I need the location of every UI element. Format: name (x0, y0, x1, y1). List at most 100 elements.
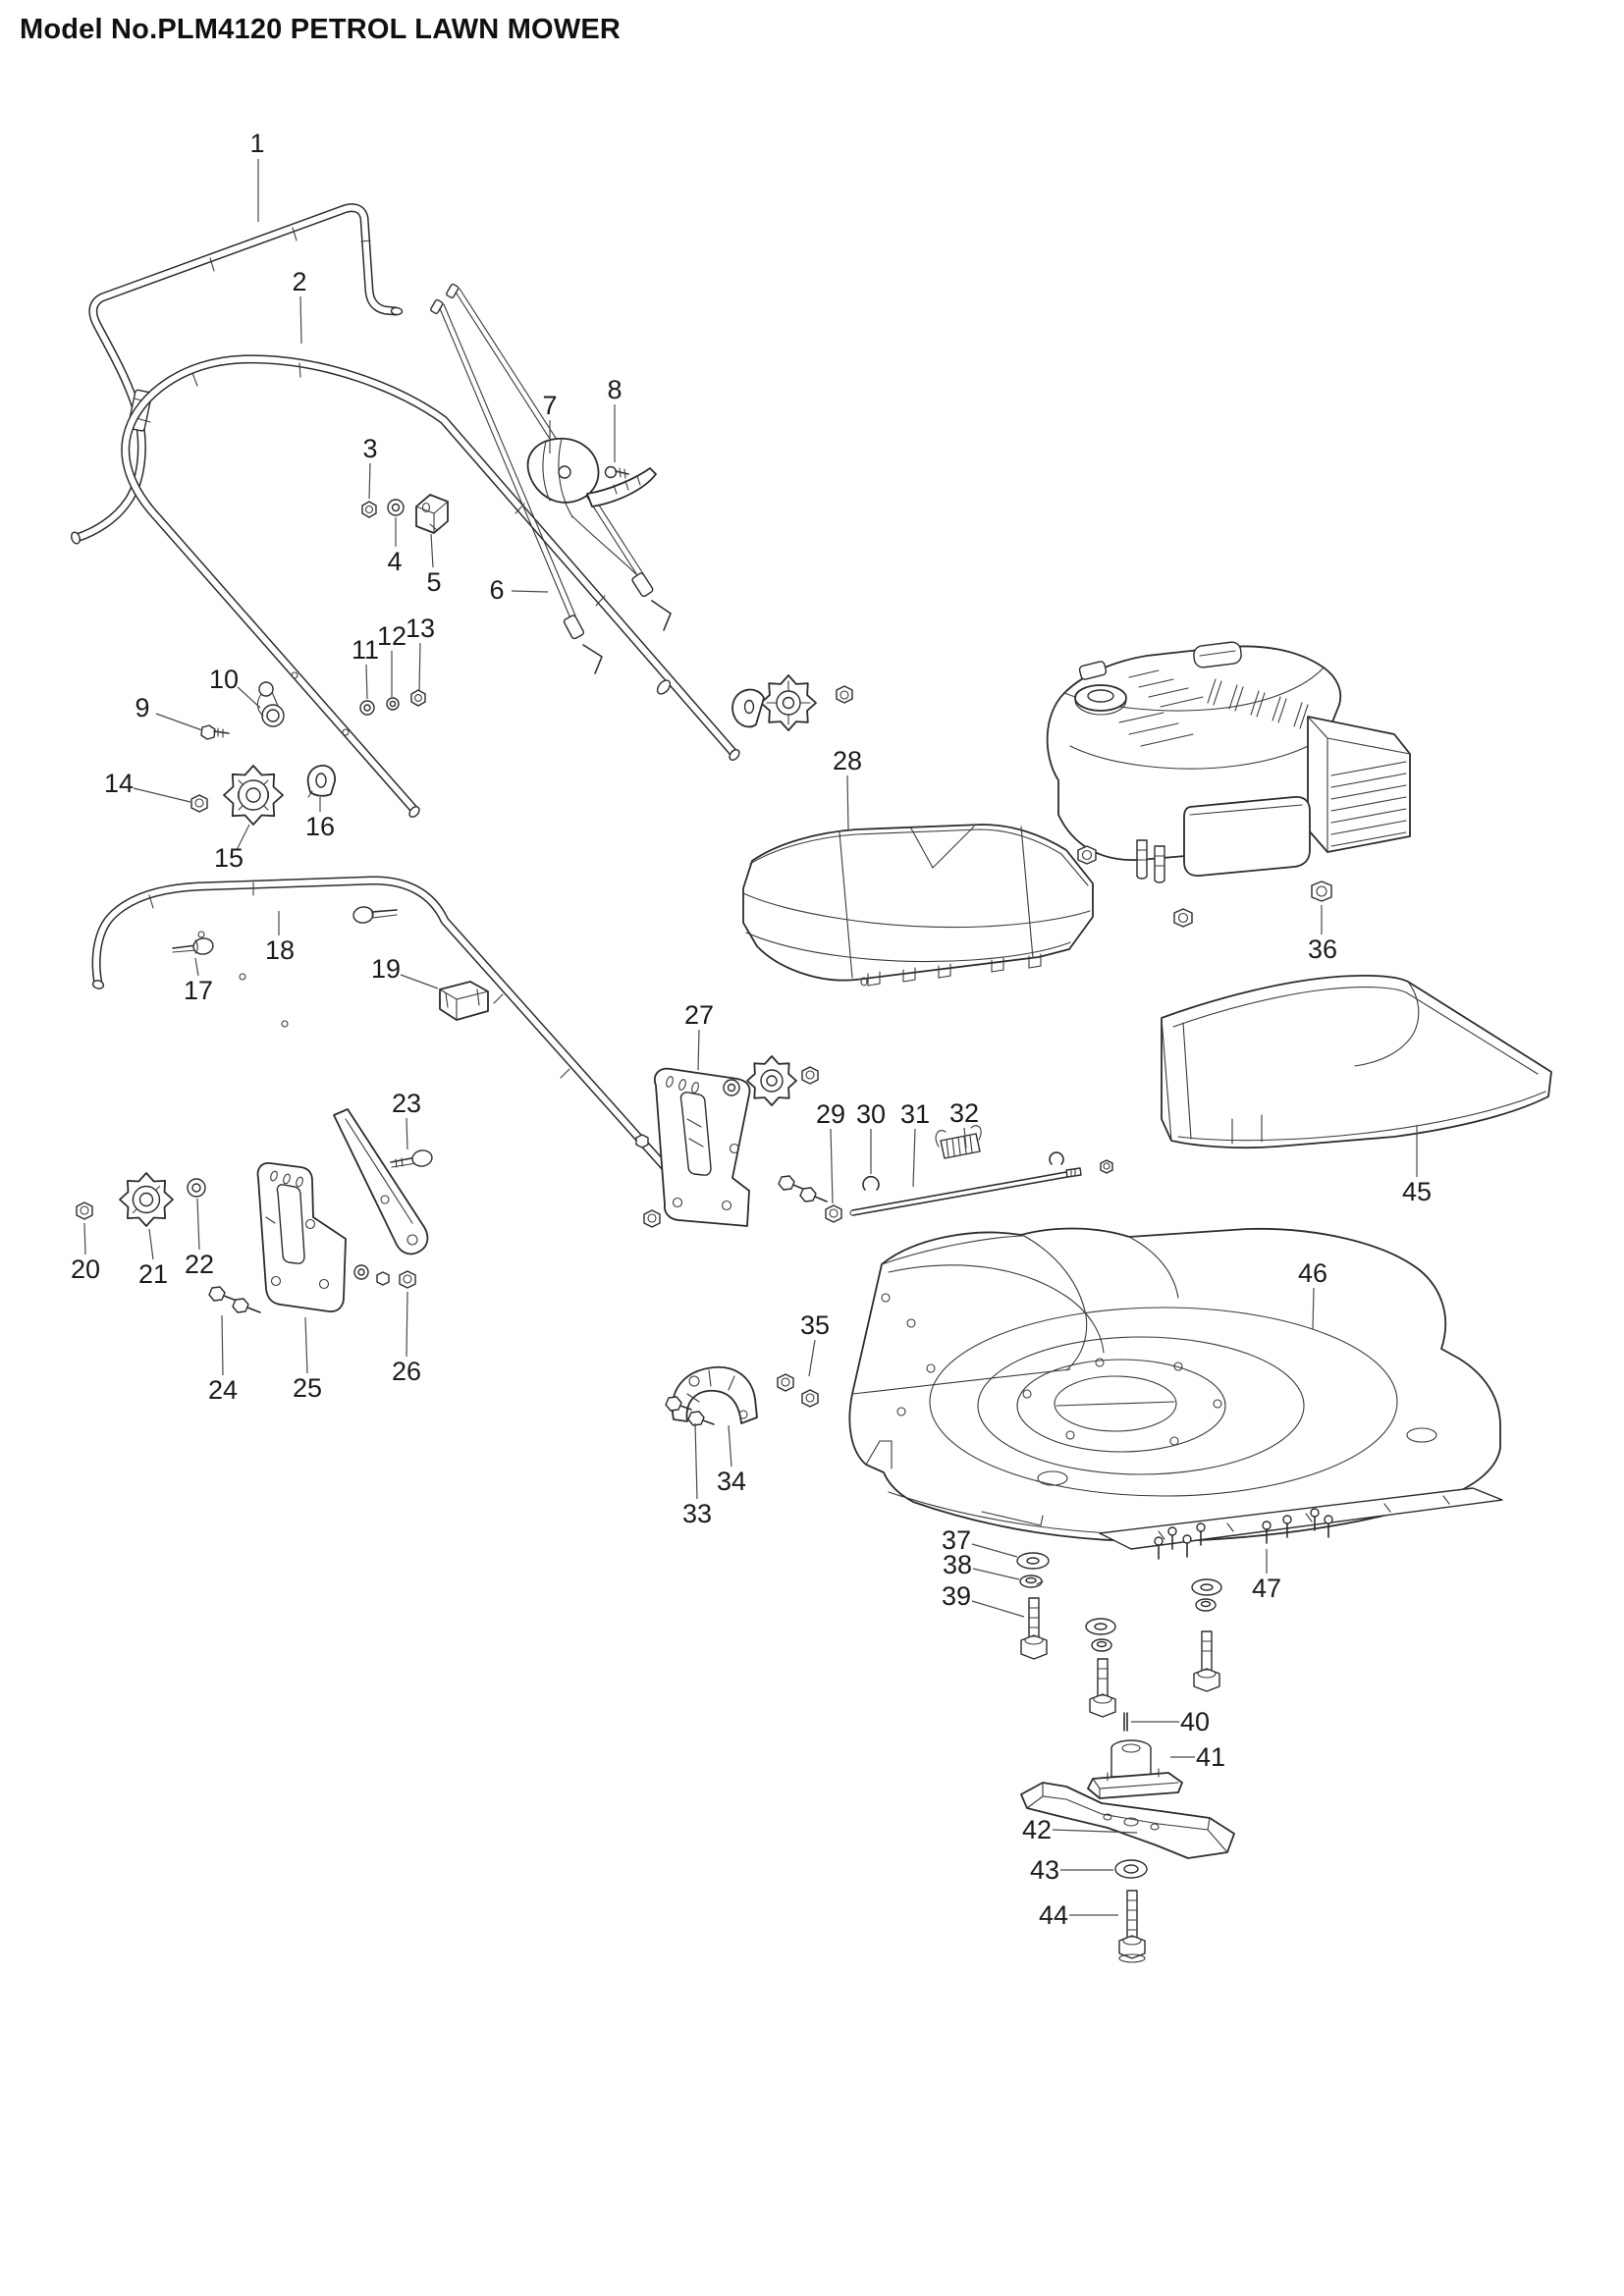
part-cone-washer-upper (731, 688, 765, 728)
part-bolt-18-pair (352, 906, 398, 924)
part-washer-11 (359, 700, 375, 716)
part-rear-cover (1161, 974, 1552, 1149)
part-engine-nuts (1077, 845, 1193, 928)
callout-number-6: 6 (489, 575, 504, 605)
callout-line-32 (963, 1127, 967, 1149)
callout-line-27 (697, 1029, 700, 1071)
callout-line-24 (221, 1314, 224, 1376)
callout-line-46 (1312, 1287, 1315, 1330)
part-spring-32 (935, 1125, 982, 1159)
callout-number-23: 23 (392, 1089, 421, 1118)
callout-number-10: 10 (209, 665, 239, 694)
part-control-cables (430, 283, 672, 674)
part-engine (1046, 641, 1411, 883)
callout-number-37: 37 (942, 1525, 971, 1555)
callout-number-35: 35 (800, 1310, 830, 1340)
callout-line-9 (155, 713, 203, 731)
callout-number-17: 17 (184, 976, 213, 1005)
part-engine-base-cover (742, 824, 1094, 987)
part-spring-washer-38 (1019, 1575, 1044, 1588)
page-title: Model No.PLM4120 PETROL LAWN MOWER (20, 14, 622, 45)
callout-line-6 (511, 590, 549, 593)
callout-number-22: 22 (185, 1250, 214, 1279)
callout-number-21: 21 (138, 1259, 168, 1289)
part-cable-clip-10 (256, 681, 285, 727)
part-guard-34 (671, 1365, 758, 1424)
callout-number-12: 12 (377, 621, 406, 651)
callout-number-26: 26 (392, 1357, 421, 1386)
callout-line-42 (1052, 1829, 1138, 1834)
part-cable-clip-19 (439, 981, 489, 1021)
part-nut-26 (399, 1270, 416, 1289)
part-bolt-17 (172, 937, 214, 955)
callout-line-15 (236, 824, 250, 851)
part-lower-handle (91, 876, 674, 1255)
callout-number-24: 24 (208, 1375, 238, 1405)
callout-line-13 (418, 642, 421, 691)
part-washer-4 (387, 499, 405, 516)
callout-number-47: 47 (1252, 1574, 1281, 1603)
callout-number-4: 4 (387, 547, 402, 576)
callout-line-34 (728, 1424, 732, 1468)
part-nut-20 (76, 1201, 93, 1220)
part-star-knob-15 (223, 765, 284, 826)
part-washer-set-right (1191, 1578, 1222, 1692)
part-nut-upper-clamp (836, 685, 853, 704)
callout-number-29: 29 (816, 1099, 845, 1129)
callout-line-3 (368, 462, 371, 500)
callout-line-21 (148, 1228, 154, 1260)
callout-number-33: 33 (682, 1499, 712, 1528)
part-nut-36 (1311, 881, 1332, 902)
callout-number-13: 13 (406, 614, 435, 643)
part-screw-8 (604, 465, 629, 479)
part-clip-30b (1049, 1151, 1064, 1165)
callout-line-28 (846, 774, 849, 830)
part-nuts-35 (777, 1373, 819, 1408)
callout-line-25 (304, 1316, 308, 1374)
callout-line-35 (808, 1339, 816, 1377)
part-cap-nut-16 (306, 765, 336, 798)
part-bracket-25 (256, 1162, 347, 1312)
callout-line-10 (237, 686, 261, 709)
callout-number-11: 11 (352, 635, 379, 665)
part-screws-27 (778, 1175, 828, 1202)
callout-line-38 (972, 1568, 1020, 1580)
callout-number-42: 42 (1022, 1815, 1052, 1844)
callout-line-19 (400, 974, 439, 989)
part-washer-37 (1016, 1552, 1050, 1570)
callout-number-16: 16 (305, 812, 335, 841)
part-washer-22 (187, 1178, 206, 1198)
callout-number-45: 45 (1402, 1177, 1432, 1206)
callout-line-29 (830, 1128, 834, 1204)
part-star-knob-21 (119, 1172, 174, 1227)
callout-number-25: 25 (293, 1373, 322, 1403)
callout-number-15: 15 (214, 843, 244, 873)
callout-number-27: 27 (684, 1000, 714, 1030)
callout-line-37 (971, 1543, 1018, 1558)
part-blade-42 (1020, 1782, 1235, 1859)
callout-number-44: 44 (1039, 1900, 1068, 1930)
part-nut-3 (361, 501, 377, 518)
part-nut-31b (1100, 1159, 1113, 1174)
callout-number-46: 46 (1298, 1258, 1327, 1288)
callout-line-14 (133, 787, 191, 803)
part-nuts-left-27 (635, 1134, 661, 1228)
part-washer-12 (386, 697, 400, 711)
part-screws-33 (665, 1396, 715, 1426)
part-screws-47 (1154, 1508, 1333, 1560)
callout-line-26 (406, 1291, 408, 1358)
callout-line-22 (196, 1198, 200, 1251)
part-deck (848, 1227, 1503, 1550)
part-washer-nut-small (353, 1264, 390, 1286)
part-upper-handle (121, 354, 740, 818)
part-washer-43 (1114, 1859, 1148, 1879)
callout-line-33 (694, 1422, 698, 1500)
callout-number-8: 8 (607, 375, 622, 404)
part-blade-adapter-41 (1087, 1739, 1183, 1799)
part-nut-14 (190, 794, 208, 813)
callout-number-30: 30 (856, 1099, 886, 1129)
part-throttle-lever (526, 438, 657, 518)
callout-number-1: 1 (249, 129, 264, 158)
